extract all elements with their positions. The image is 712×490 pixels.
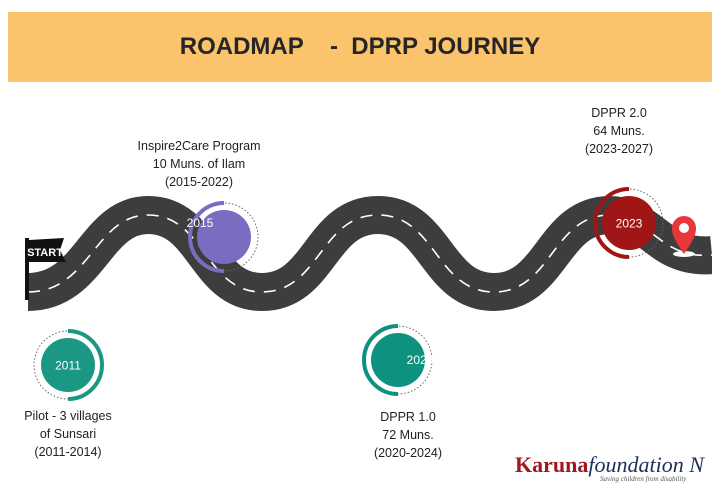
milestone-marker — [371, 333, 425, 387]
page-title: ROADMAP - DPRP JOURNEY — [179, 33, 541, 60]
logo-brand: Karuna — [515, 452, 589, 477]
label-line: 72 Muns. — [382, 428, 434, 442]
milestone-2015: 2015 — [187, 201, 259, 273]
milestone-2011-label: Pilot - 3 villages of Sunsari (2011-2014… — [0, 407, 138, 461]
label-line: (2015-2022) — [164, 175, 234, 189]
label-line: 10 Muns. of Ilam — [152, 157, 246, 171]
milestone-year: 2023 — [616, 217, 643, 231]
label-line: DPPR 2.0 — [591, 106, 647, 120]
milestone-2023-label: DPPR 2.0 64 Muns. (2023-2027) — [549, 104, 689, 158]
milestone-2011: 2011 — [33, 329, 104, 401]
flag-icon: START — [25, 238, 66, 300]
milestone-year: 2011 — [55, 359, 81, 373]
label-line: Pilot - 3 villages — [24, 409, 112, 423]
start-flag-label: START — [27, 247, 63, 259]
milestone-marker — [602, 196, 656, 250]
label-line: (2011-2014) — [34, 445, 102, 459]
milestone-2020: 2020 — [362, 324, 434, 396]
milestone-marker — [197, 210, 251, 264]
milestone-year: 2020 — [407, 353, 434, 367]
milestone-2015-label: Inspire2Care Program 10 Muns. of Ilam (2… — [129, 137, 269, 191]
logo-tagline: Saving children from disability — [600, 475, 687, 483]
label-line: DPPR 1.0 — [380, 410, 436, 424]
road-center-line — [27, 214, 712, 293]
milestone-marker — [41, 338, 95, 392]
label-line: of Sunsari — [39, 427, 97, 441]
label-line: (2020-2024) — [373, 446, 443, 460]
logo-suffix: foundation N — [588, 452, 704, 477]
milestone-year: 2015 — [187, 216, 214, 230]
milestone-2020-label: DPPR 1.0 72 Muns. (2020-2024) — [338, 408, 478, 462]
karuna-foundation-logo: Karunafoundation N — [515, 452, 704, 478]
header-banner: ROADMAP - DPRP JOURNEY — [8, 12, 712, 82]
location-pin-icon — [672, 216, 696, 257]
label-line: 64 Muns. — [593, 124, 645, 138]
milestone-2023: 2023 — [593, 187, 664, 259]
label-line: Inspire2Care Program — [137, 139, 261, 153]
label-line: (2023-2027) — [584, 142, 654, 156]
